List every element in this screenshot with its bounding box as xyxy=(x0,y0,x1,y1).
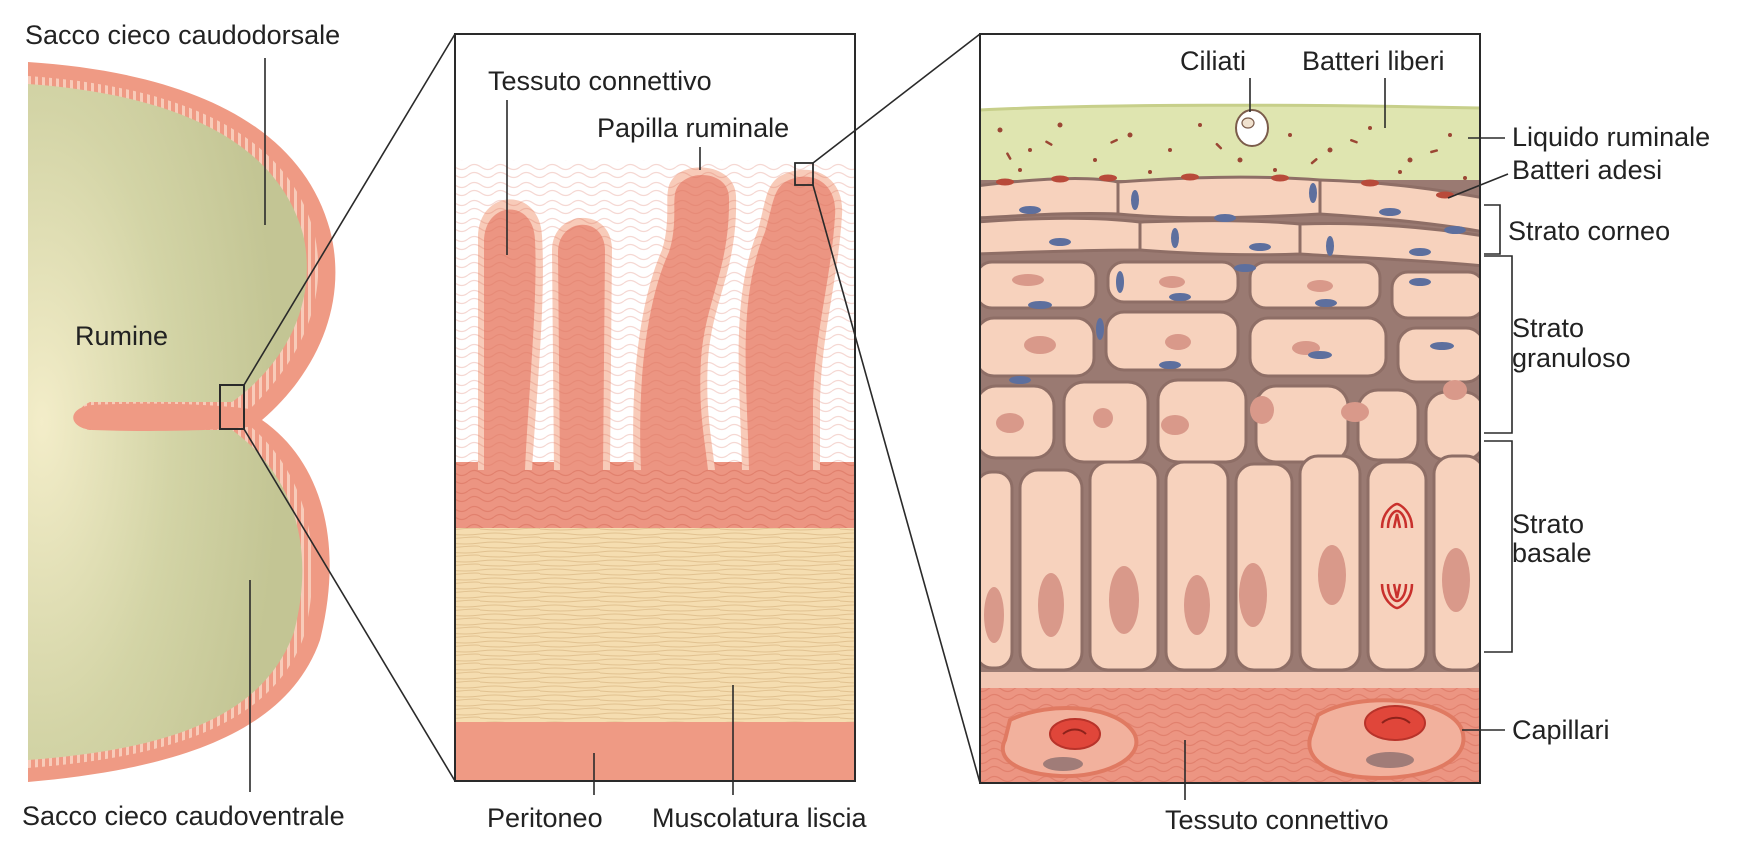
capillary xyxy=(1307,698,1466,781)
label-peritoneo: Peritoneo xyxy=(487,803,603,833)
label-batteri-adesi: Batteri adesi xyxy=(1512,155,1662,185)
rumen-labels: Sacco cieco caudodorsale Rumine Sacco ci… xyxy=(22,20,345,831)
bracket-strato-basale xyxy=(1484,440,1513,653)
label-muscolatura: Muscolatura liscia xyxy=(652,803,868,833)
label-rumine: Rumine xyxy=(75,321,168,351)
zoom-line-lower-2 xyxy=(812,184,981,784)
label-capillari: Capillari xyxy=(1512,715,1610,745)
stratum-granulosum-cells xyxy=(980,260,1480,464)
label-strato-granuloso-2: granuloso xyxy=(1512,343,1631,373)
label-strato-corneo: Strato corneo xyxy=(1508,216,1670,246)
connective-texture xyxy=(455,462,855,534)
label-sacco-dorsale: Sacco cieco caudodorsale xyxy=(25,20,340,50)
label-strato-basale-2: basale xyxy=(1512,538,1592,568)
rumen-lumen xyxy=(28,84,307,760)
bracket-strato-corneo xyxy=(1484,204,1501,255)
label-liquido: Liquido ruminale xyxy=(1512,122,1710,152)
liquid-surface xyxy=(980,103,1480,112)
label-strato-basale-1: Strato xyxy=(1512,509,1584,539)
muscle-texture xyxy=(455,528,855,723)
leader-batteri-adesi xyxy=(1447,173,1509,199)
label-strato-granuloso-1: Strato xyxy=(1512,313,1584,343)
label-ciliati: Ciliati xyxy=(1180,46,1246,76)
label-tessuto-connettivo-right: Tessuto connettivo xyxy=(1165,805,1389,835)
label-batteri-liberi: Batteri liberi xyxy=(1302,46,1445,76)
zoom-line-lower xyxy=(243,428,456,782)
capillary xyxy=(1001,706,1139,779)
papillae xyxy=(455,160,855,471)
epithelium-labels: Ciliati Batteri liberi Liquido ruminale … xyxy=(1165,46,1710,835)
free-bacteria xyxy=(997,122,1467,180)
epithelium-detail xyxy=(980,34,1480,783)
zoom-line-upper xyxy=(243,33,456,386)
basale-nuclei xyxy=(984,545,1470,643)
mitotic-cell xyxy=(1380,502,1414,610)
rumen-fold xyxy=(73,403,261,431)
stratum-corneum-cells xyxy=(980,175,1480,268)
bracket-strato-granuloso xyxy=(1484,255,1513,434)
papillae-texture xyxy=(455,160,855,470)
granulosum-nuclei xyxy=(996,274,1467,435)
flat-nuclei xyxy=(1019,183,1466,256)
wall-labels: Tessuto connettivo Papilla ruminale Peri… xyxy=(487,66,868,833)
granulosum-flat-nuclei xyxy=(1009,264,1454,384)
peritoneum-layer xyxy=(455,722,855,781)
rumen-zoom-box xyxy=(219,384,245,430)
adherent-bacteria xyxy=(996,173,1454,199)
label-tessuto-connettivo-mid: Tessuto connettivo xyxy=(488,66,712,96)
label-sacco-ventrale: Sacco cieco caudoventrale xyxy=(22,801,345,831)
papilla-zoom-box xyxy=(794,162,814,186)
label-papilla: Papilla ruminale xyxy=(597,113,789,143)
basement-membrane xyxy=(980,672,1480,688)
epithelium-frame xyxy=(979,33,1481,784)
ciliate xyxy=(1235,109,1269,147)
wall-section-frame xyxy=(454,33,856,782)
rumen-sections xyxy=(28,62,336,782)
wall-section xyxy=(455,34,855,781)
zoom-line-upper-2 xyxy=(812,33,981,164)
